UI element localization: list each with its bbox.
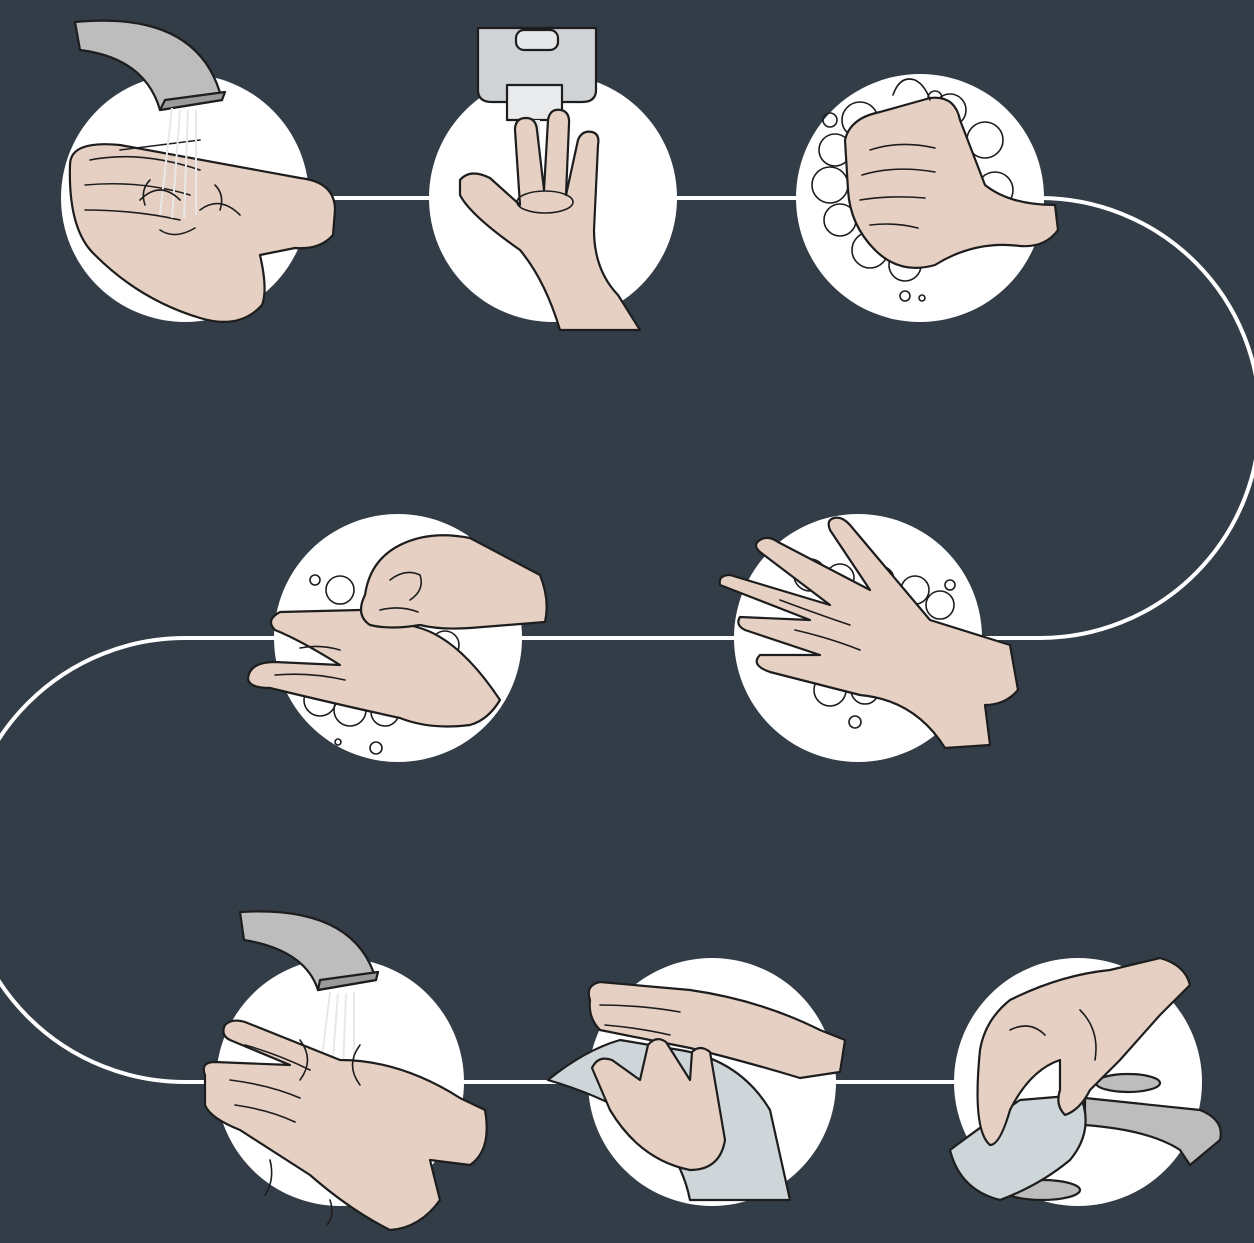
handwashing-steps-diagram bbox=[0, 0, 1254, 1243]
